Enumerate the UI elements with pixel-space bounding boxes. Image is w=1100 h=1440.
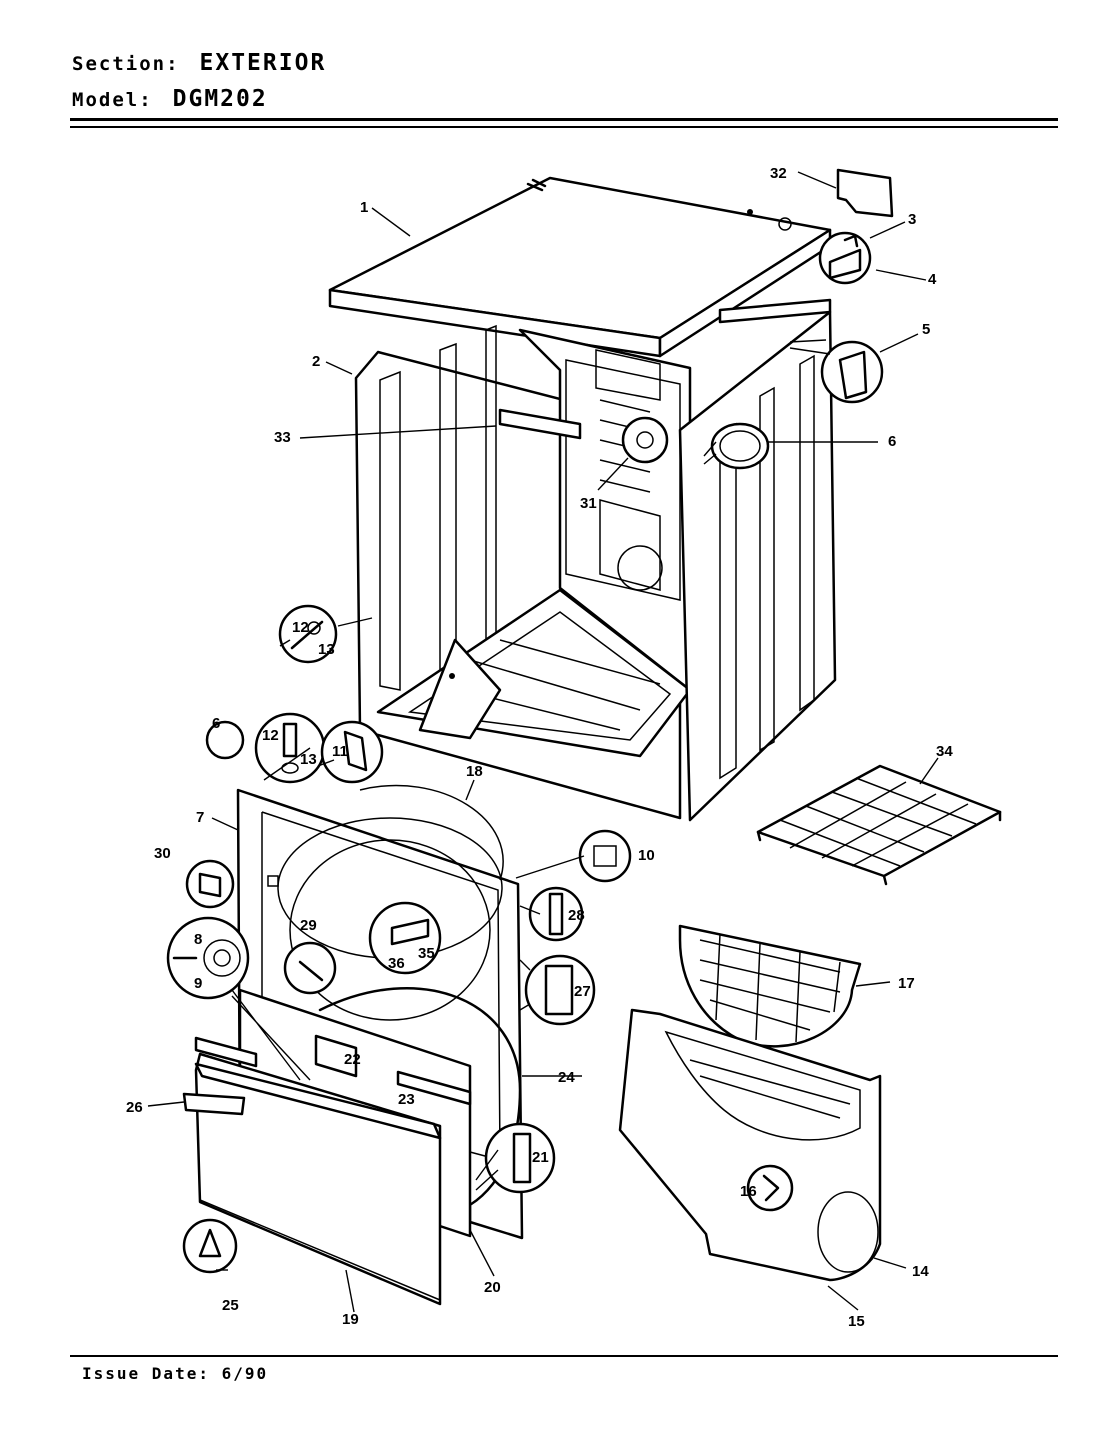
callout-2: 2 xyxy=(312,353,320,370)
callout-28: 28 xyxy=(568,907,585,924)
footer-rule xyxy=(70,1355,1058,1357)
callout-8: 8 xyxy=(194,931,202,948)
detail-25 xyxy=(182,1218,238,1274)
callout-16: 16 xyxy=(740,1183,757,1200)
callout-19: 19 xyxy=(342,1311,359,1328)
callout-3: 3 xyxy=(908,211,916,228)
detail-5 xyxy=(820,340,884,404)
detail-31 xyxy=(621,416,669,464)
issue-date: Issue Date: 6/90 xyxy=(82,1364,269,1383)
door-seal-24 xyxy=(318,987,522,1214)
callout-14: 14 xyxy=(912,1263,929,1280)
part-32-bracket xyxy=(836,168,894,218)
callout-24: 24 xyxy=(558,1069,575,1086)
callout-23: 23 xyxy=(398,1091,415,1108)
cabinet-body xyxy=(354,298,837,822)
callout-12-panel: 12 xyxy=(262,727,279,744)
leader-lines xyxy=(147,171,939,1313)
detail-12-13-panel xyxy=(254,712,326,784)
detail-29 xyxy=(283,941,337,995)
callout-26: 26 xyxy=(126,1099,143,1116)
callout-11: 11 xyxy=(332,743,348,760)
section-label: Section: xyxy=(72,53,180,75)
callout-35: 35 xyxy=(418,945,435,962)
section-heading: Section: EXTERIOR xyxy=(72,50,326,76)
callout-18: 18 xyxy=(466,763,483,780)
callout-13-cabinet: 13 xyxy=(318,641,335,658)
callout-4: 4 xyxy=(928,271,937,288)
callout-9: 9 xyxy=(194,975,202,992)
callout-10: 10 xyxy=(638,847,655,864)
detail-3-4 xyxy=(818,231,872,285)
callout-12-cabinet: 12 xyxy=(292,619,309,636)
section-value: EXTERIOR xyxy=(199,50,327,76)
callout-17: 17 xyxy=(898,975,915,992)
detail-27 xyxy=(524,954,596,1026)
model-label: Model: xyxy=(72,89,153,111)
callout-31: 31 xyxy=(580,495,597,512)
callout-13-panel: 13 xyxy=(300,751,317,768)
detail-10 xyxy=(578,829,632,883)
detail-30 xyxy=(185,859,235,909)
detail-35-36 xyxy=(368,901,442,975)
callout-25: 25 xyxy=(222,1297,239,1314)
callout-22: 22 xyxy=(344,1051,361,1068)
header-rule-bottom xyxy=(70,126,1058,128)
seal-18 xyxy=(359,784,504,881)
callout-30: 30 xyxy=(154,845,171,862)
callout-6-cabinet: 6 xyxy=(888,433,896,450)
callout-5: 5 xyxy=(922,321,930,338)
callout-36: 36 xyxy=(388,955,405,972)
drying-rack xyxy=(756,764,1002,886)
callout-6-panel: 6 xyxy=(212,715,220,732)
callout-20: 20 xyxy=(484,1279,501,1296)
detail-11 xyxy=(320,720,384,784)
callout-29: 29 xyxy=(300,917,317,934)
model-value: DGM202 xyxy=(172,86,268,112)
callout-32: 32 xyxy=(770,165,787,182)
callout-1: 1 xyxy=(360,199,368,216)
callout-7: 7 xyxy=(196,809,204,826)
filter-housing xyxy=(618,1008,882,1282)
detail-28 xyxy=(528,886,584,942)
callout-15: 15 xyxy=(848,1313,865,1330)
door-assembly xyxy=(182,988,472,1306)
part-6-knob xyxy=(205,720,245,760)
detail-21 xyxy=(484,1122,556,1194)
cabinet-top xyxy=(328,176,832,358)
callout-33: 33 xyxy=(274,429,291,446)
callout-27: 27 xyxy=(574,983,591,1000)
callout-21: 21 xyxy=(532,1149,549,1166)
callout-labels: 1 2 3 4 5 6 6 7 8 9 10 11 12 13 12 13 14… xyxy=(126,165,953,1330)
detail-12-13-cabinet xyxy=(278,604,338,664)
exhaust-duct xyxy=(710,422,770,470)
model-heading: Model: DGM202 xyxy=(72,86,268,112)
detail-8-9 xyxy=(166,916,250,1000)
callout-34: 34 xyxy=(936,743,953,760)
header-rule-top xyxy=(70,118,1058,121)
